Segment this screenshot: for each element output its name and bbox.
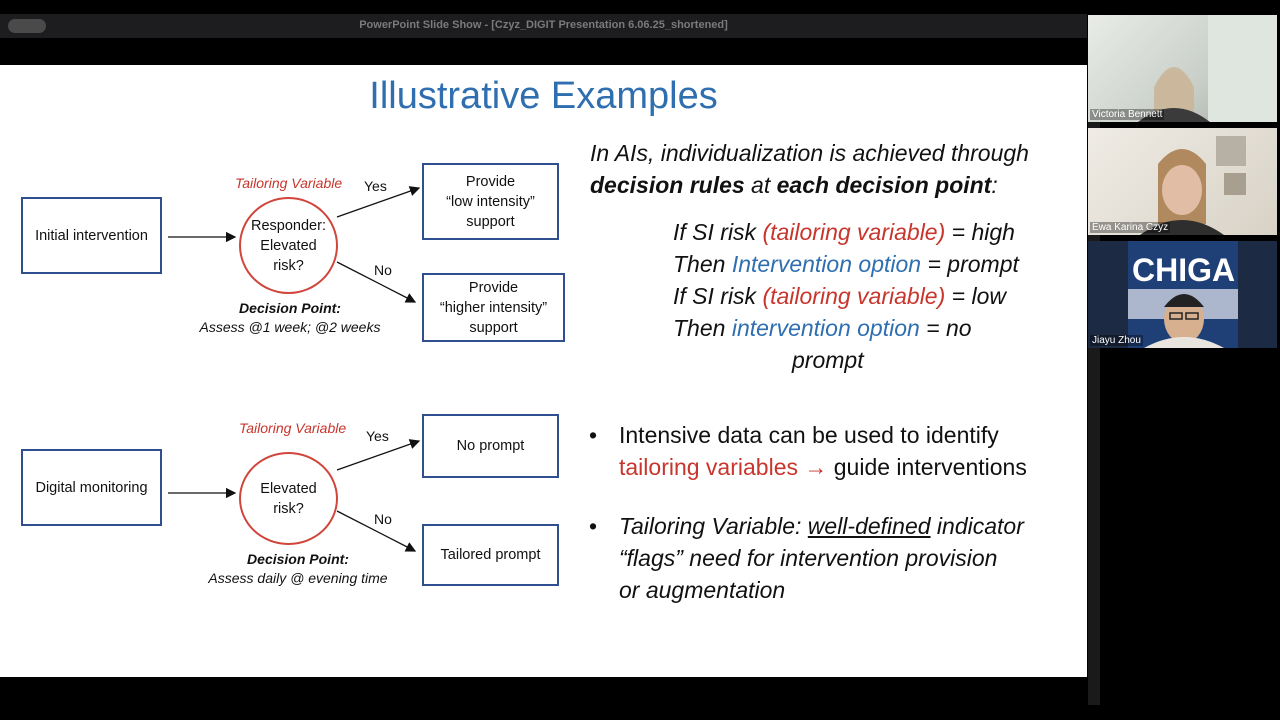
decision-text: risk? xyxy=(273,257,304,274)
yes-label-2: Yes xyxy=(366,428,389,444)
participant-name: Ewa Karina Czyz xyxy=(1090,222,1171,233)
decision-point-text: Assess daily @ evening time xyxy=(208,570,388,586)
participant-name: Victoria Bennett xyxy=(1090,109,1165,120)
text-fragment: = high xyxy=(945,219,1015,245)
window-control-pill[interactable] xyxy=(8,19,46,33)
box-label: Provide xyxy=(465,173,516,190)
arrow-2-yes xyxy=(336,439,421,471)
rule-line: prompt xyxy=(792,347,864,373)
decision-point-text: Assess @1 week; @2 weeks xyxy=(199,319,381,335)
decision-text: Elevated xyxy=(260,480,317,497)
higher-intensity-box: Provide “higher intensity” support xyxy=(422,273,565,342)
window-title-bar: PowerPoint Slide Show - [Czyz_DIGIT Pres… xyxy=(0,14,1087,38)
slide: Illustrative Examples Initial interventi… xyxy=(0,65,1087,677)
box-label: Tailored prompt xyxy=(440,547,541,563)
tailoring-variable-phrase: (tailoring variable) xyxy=(762,283,946,309)
intro-line: In AIs, individualization is achieved th… xyxy=(590,140,1029,166)
underlined-phrase: well-defined xyxy=(807,513,931,539)
bullet-line: Intensive data can be used to identify xyxy=(619,422,999,448)
background-banner-text: CHIGA xyxy=(1132,252,1235,288)
box-label: Digital monitoring xyxy=(35,479,148,496)
tailoring-variable-phrase: (tailoring variable) xyxy=(762,219,946,245)
tailoring-variables-phrase: tailoring variables xyxy=(619,454,798,480)
bullet-line: tailoring variables → guide intervention… xyxy=(619,451,1027,483)
participant-name: Jiayu Zhou xyxy=(1090,335,1143,346)
decision-point-label: Decision Point: xyxy=(247,551,349,567)
intervention-option-phrase: Intervention option xyxy=(731,251,922,277)
intro-line: decision rules at each decision point: xyxy=(590,169,1029,201)
participant-avatar: CHIGA xyxy=(1128,241,1238,348)
bullet-dot: • xyxy=(589,422,598,448)
no-prompt-box: No prompt xyxy=(422,414,559,478)
arrow-1-no xyxy=(336,261,417,303)
decision-circle-1: Responder: Elevated risk? xyxy=(239,197,338,294)
box-label: Provide xyxy=(468,279,519,296)
bullet-1: • Intensive data can be used to identify… xyxy=(589,419,1027,483)
box-label: support xyxy=(466,213,515,230)
decision-text: Elevated xyxy=(260,237,317,254)
initial-intervention-box: Initial intervention xyxy=(21,197,162,274)
intervention-option-phrase: intervention option xyxy=(731,315,920,341)
bullet-dot: • xyxy=(589,513,598,539)
rule-line: If SI risk (tailoring variable) = low xyxy=(673,280,1019,312)
decision-text: risk? xyxy=(273,500,304,517)
low-intensity-box: Provide “low intensity” support xyxy=(422,163,559,240)
no-label-2: No xyxy=(374,511,392,527)
decision-point-label: Decision Point: xyxy=(239,300,341,316)
box-label: support xyxy=(469,319,518,336)
decision-point-1: Decision Point: Assess @1 week; @2 weeks xyxy=(190,299,390,337)
arrow-1-yes xyxy=(336,186,421,218)
decision-rules: If SI risk (tailoring variable) = high T… xyxy=(673,216,1019,376)
text-fragment: Then xyxy=(673,251,732,277)
text-fragment: If SI risk xyxy=(673,219,763,245)
arrow-right-icon: → xyxy=(804,454,828,480)
tailored-prompt-box: Tailored prompt xyxy=(422,524,559,586)
rule-line: Then Intervention option = prompt xyxy=(673,248,1019,280)
text-fragment: at xyxy=(744,172,777,198)
bullet-line: “flags” need for intervention provision xyxy=(619,545,998,571)
digital-monitoring-box: Digital monitoring xyxy=(21,449,162,526)
bullet-2: • Tailoring Variable: well-defined indic… xyxy=(589,510,1024,606)
decision-point-2: Decision Point: Assess daily @ evening t… xyxy=(198,550,398,588)
tailoring-variable-label-1: Tailoring Variable xyxy=(235,175,343,191)
yes-label-1: Yes xyxy=(364,178,387,194)
diagram-arrows xyxy=(168,186,421,552)
text-fragment: Then xyxy=(673,315,732,341)
bold-phrase: decision rules xyxy=(590,172,745,198)
text-fragment: indicator xyxy=(930,513,1024,539)
no-label-1: No xyxy=(374,262,392,278)
text-fragment: : xyxy=(991,172,998,198)
video-tile-victoria[interactable]: Victoria Bennett xyxy=(1088,15,1277,122)
decision-circle-2: Elevated risk? xyxy=(239,452,338,545)
arrow-2-no xyxy=(336,510,417,552)
slide-title: Illustrative Examples xyxy=(369,75,718,117)
video-tile-ewa[interactable]: Ewa Karina Czyz xyxy=(1088,128,1277,235)
text-fragment: Tailoring Variable: xyxy=(619,513,808,539)
text-fragment: If SI risk xyxy=(673,283,763,309)
video-tile-jiayu[interactable]: CHIGA Jiayu Zhou xyxy=(1088,241,1277,348)
participant-avatar xyxy=(1140,136,1246,235)
text-fragment: = no xyxy=(919,315,972,341)
tailoring-variable-label-2: Tailoring Variable xyxy=(239,420,347,436)
box-label: No prompt xyxy=(456,438,525,454)
bullet-line: Tailoring Variable: well-defined indicat… xyxy=(619,510,1024,542)
rule-line: If SI risk (tailoring variable) = high xyxy=(673,216,1019,248)
box-label: “low intensity” xyxy=(446,193,535,210)
box-label: Initial intervention xyxy=(35,227,148,244)
bullet-line: or augmentation xyxy=(619,577,786,603)
decision-text: Responder: xyxy=(251,217,326,234)
rule-line: Then intervention option = no xyxy=(673,312,1019,344)
text-fragment: guide interventions xyxy=(827,454,1027,480)
participant-avatar xyxy=(1138,15,1277,122)
intro-text: In AIs, individualization is achieved th… xyxy=(590,137,1029,201)
text-fragment: = prompt xyxy=(921,251,1019,277)
box-label: “higher intensity” xyxy=(439,299,548,316)
text-fragment: = low xyxy=(945,283,1006,309)
bold-phrase: each decision point xyxy=(776,172,992,198)
window-title: PowerPoint Slide Show - [Czyz_DIGIT Pres… xyxy=(359,19,728,31)
